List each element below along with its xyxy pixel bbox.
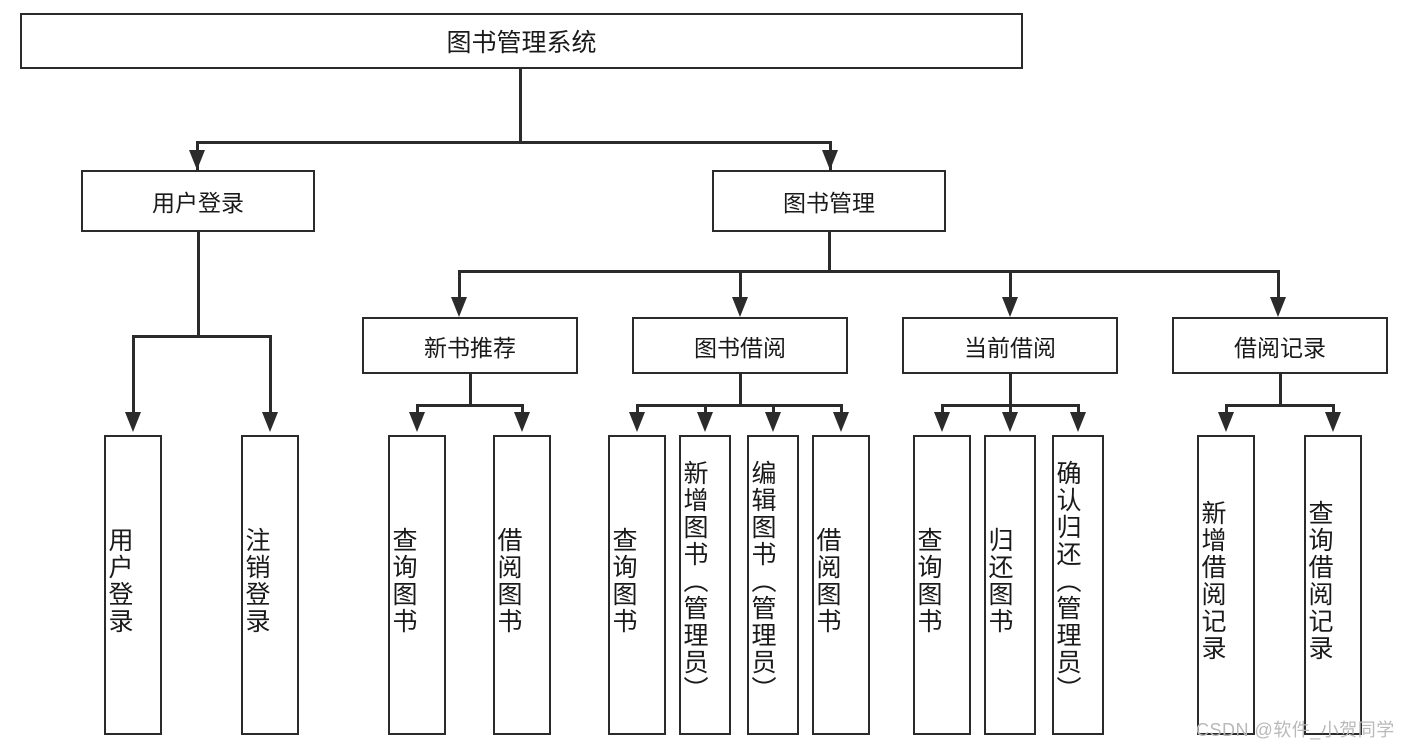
node-label: 新书推荐	[424, 334, 516, 361]
node-label: 新增借阅记录	[1198, 500, 1226, 662]
arrowhead-borrow-record-to-leaf-0	[1218, 412, 1234, 432]
leaf-current-borrow-2[interactable]: 确认归还（管理员）	[1052, 435, 1104, 735]
node-label: 当前借阅	[964, 334, 1056, 361]
connector-book-borrow-bus	[637, 404, 842, 407]
leaf-current-borrow-1[interactable]: 归还图书	[984, 435, 1036, 735]
connector-root-stem	[519, 69, 522, 142]
arrowhead-current-borrow-to-leaf-1	[1002, 412, 1018, 432]
connector-borrow-record-stem	[1279, 374, 1282, 406]
node-label: 图书管理系统	[446, 29, 597, 57]
node-label: 图书管理	[783, 190, 875, 216]
node-book-borrow[interactable]: 图书借阅	[632, 317, 848, 374]
leaf-new-book-recommend-0[interactable]: 查询图书	[388, 435, 446, 735]
arrowhead-new-book-to-leaf-1	[514, 412, 530, 432]
arrowhead-book-borrow-to-leaf-2	[765, 412, 781, 432]
node-label: 注销登录	[242, 527, 270, 635]
arrowhead-user-login-to-leaf-1	[262, 412, 278, 432]
arrowhead-current-borrow-to-leaf-2	[1070, 412, 1086, 432]
node-user-login[interactable]: 用户登录	[81, 170, 315, 232]
node-label: 查询图书	[914, 527, 942, 635]
arrowhead-book-mgmt-to-lvl3-0	[451, 297, 467, 317]
leaf-book-borrow-2[interactable]: 编辑图书（管理员）	[747, 435, 799, 735]
csdn-watermark: CSDN @软件_小贺同学	[1196, 720, 1395, 740]
connector-borrow-record-bus	[1226, 404, 1334, 407]
leaf-book-borrow-1[interactable]: 新增图书（管理员）	[679, 435, 731, 735]
leaf-borrow-record-0[interactable]: 新增借阅记录	[1197, 435, 1255, 735]
arrowhead-root-to-user-login	[189, 150, 205, 170]
arrowhead-book-mgmt-to-lvl3-1	[732, 297, 748, 317]
node-borrow-record[interactable]: 借阅记录	[1172, 317, 1388, 374]
connector-user-login-stem	[197, 232, 200, 337]
leaf-book-borrow-0[interactable]: 查询图书	[608, 435, 666, 735]
connector-book-borrow-stem	[739, 374, 742, 406]
connector-user-login-bus	[133, 335, 271, 338]
connector-book-mgmt-to-lvl3-2	[1009, 270, 1012, 307]
connector-book-mgmt-to-lvl3-0	[458, 270, 461, 307]
node-label: 用户登录	[105, 527, 133, 635]
connector-new-book-stem	[469, 374, 472, 406]
node-label: 借阅图书	[494, 527, 522, 635]
node-label: 确认归还（管理员）	[1053, 459, 1081, 703]
arrowhead-current-borrow-to-leaf-0	[934, 412, 950, 432]
node-label: 借阅图书	[813, 527, 841, 635]
connector-root-bus	[197, 141, 832, 144]
leaf-borrow-record-1[interactable]: 查询借阅记录	[1304, 435, 1362, 735]
connector-book-mgmt-to-lvl3-3	[1277, 270, 1280, 307]
arrowhead-new-book-to-leaf-0	[409, 412, 425, 432]
node-label: 图书借阅	[694, 334, 786, 361]
node-label: 用户登录	[152, 190, 244, 216]
leaf-current-borrow-0[interactable]: 查询图书	[913, 435, 971, 735]
arrowhead-book-borrow-to-leaf-0	[629, 412, 645, 432]
node-book-management[interactable]: 图书管理	[712, 170, 946, 232]
node-label: 新增图书（管理员）	[680, 459, 708, 703]
arrowhead-book-borrow-to-leaf-3	[833, 412, 849, 432]
node-label: 归还图书	[985, 527, 1013, 635]
arrowhead-book-mgmt-to-lvl3-3	[1270, 297, 1286, 317]
node-current-borrow[interactable]: 当前借阅	[902, 317, 1118, 374]
connector-book-mgmt-stem	[828, 232, 831, 272]
node-label: 编辑图书（管理员）	[748, 459, 776, 703]
node-label: 查询图书	[609, 527, 637, 635]
node-new-book-recommend[interactable]: 新书推荐	[362, 317, 578, 374]
connector-new-book-bus	[417, 404, 523, 407]
arrowhead-book-borrow-to-leaf-1	[697, 412, 713, 432]
arrowhead-root-to-book-mgmt	[822, 150, 838, 170]
node-label: 借阅记录	[1234, 334, 1326, 361]
connector-book-mgmt-bus	[459, 270, 1278, 273]
arrowhead-borrow-record-to-leaf-1	[1325, 412, 1341, 432]
leaf-new-book-recommend-1[interactable]: 借阅图书	[493, 435, 551, 735]
arrowhead-book-mgmt-to-lvl3-2	[1002, 297, 1018, 317]
arrowhead-user-login-to-leaf-0	[125, 412, 141, 432]
connector-book-mgmt-to-lvl3-1	[739, 270, 742, 307]
connector-current-borrow-stem	[1009, 374, 1012, 406]
connector-user-login-to-leaf-1	[269, 335, 272, 422]
leaf-book-borrow-3[interactable]: 借阅图书	[812, 435, 870, 735]
node-label: 查询图书	[389, 527, 417, 635]
node-root-system[interactable]: 图书管理系统	[20, 13, 1023, 69]
leaf-user-login-1[interactable]: 注销登录	[241, 435, 299, 735]
node-label: 查询借阅记录	[1305, 500, 1333, 662]
connector-user-login-to-leaf-0	[132, 335, 135, 422]
leaf-user-login-0[interactable]: 用户登录	[104, 435, 162, 735]
